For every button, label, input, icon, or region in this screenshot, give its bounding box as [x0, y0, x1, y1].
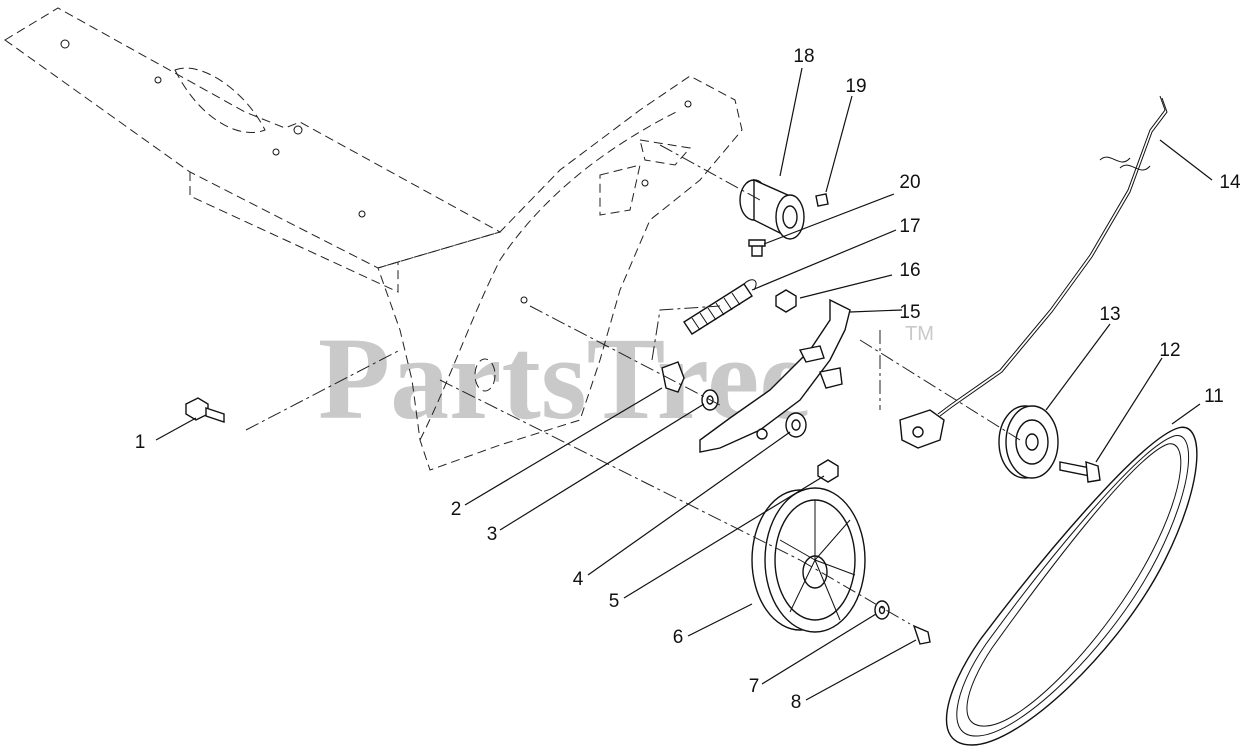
pulley-hub-18: [739, 178, 805, 240]
bolt-12: [1059, 460, 1101, 483]
callout-14: 14: [1219, 172, 1241, 193]
callout-17: 17: [899, 216, 920, 237]
callout-20: 20: [899, 172, 920, 193]
callout-1: 1: [135, 432, 146, 453]
callout-16: 16: [899, 260, 920, 281]
callout-19: 19: [845, 76, 866, 97]
callout-4: 4: [573, 569, 584, 590]
belt-11: [945, 426, 1198, 746]
callout-8: 8: [791, 692, 802, 713]
spacer-4: [785, 412, 807, 438]
callout-2: 2: [451, 499, 462, 520]
spring-17: [683, 279, 757, 335]
callout-6: 6: [673, 627, 684, 648]
callout-13: 13: [1099, 304, 1120, 325]
stud-20: [748, 239, 766, 257]
callout-labels: 1 2 3 4 5 6 7 8 11 12 13 14 15 16 17 18 …: [135, 46, 1241, 713]
callout-3: 3: [487, 524, 498, 545]
side-housing: [377, 75, 743, 471]
idler-arm-15: [699, 298, 851, 453]
callout-15: 15: [899, 302, 920, 323]
set-screw-19: [815, 193, 829, 207]
watermark-trademark: TM: [905, 323, 934, 345]
callout-5: 5: [609, 591, 620, 612]
leader-lines: [155, 67, 1213, 701]
locknut-5: [817, 459, 839, 483]
washer-7: [874, 600, 890, 620]
bolt-1: [185, 397, 225, 423]
idler-pulley-13: [998, 405, 1059, 479]
frame-panel: [4, 7, 502, 293]
callout-12: 12: [1159, 340, 1180, 361]
callout-18: 18: [793, 46, 814, 67]
cable-bracket: [899, 409, 945, 449]
nut-16: [775, 289, 797, 313]
assembly-lines: [245, 144, 1021, 625]
bolt-8: [912, 624, 931, 645]
cable-14: [937, 95, 1168, 417]
callout-7: 7: [749, 676, 760, 697]
callout-11: 11: [1204, 386, 1224, 407]
